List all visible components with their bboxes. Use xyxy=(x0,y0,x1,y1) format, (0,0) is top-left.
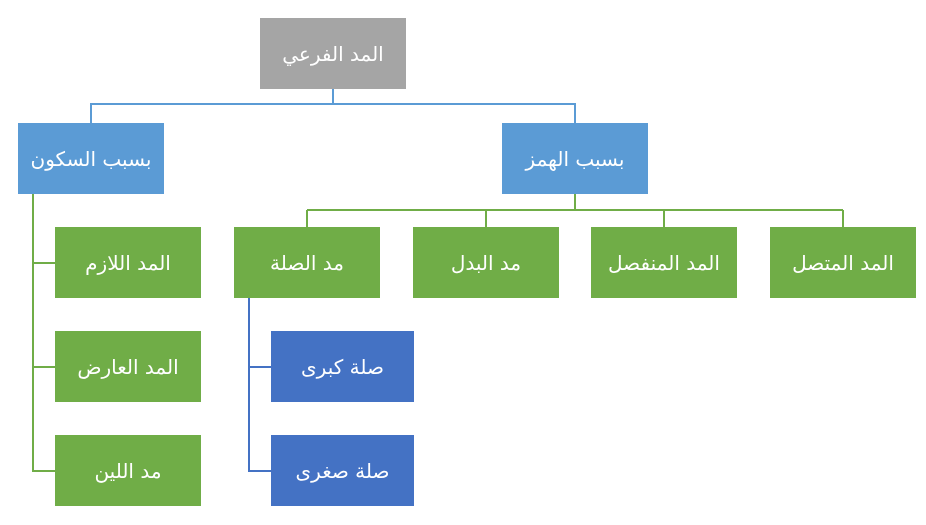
node-madd-lazim-label: المد اللازم xyxy=(85,250,171,275)
node-madd-lin: مد اللين xyxy=(55,435,201,506)
node-madd-arid-label: المد العارض xyxy=(77,354,179,379)
node-sila-sughra: صلة صغرى xyxy=(271,435,414,506)
node-sila-sughra-label: صلة صغرى xyxy=(295,458,390,483)
node-madd-muttasil: المد المتصل xyxy=(770,227,916,298)
node-madd-arid: المد العارض xyxy=(55,331,201,402)
connector-root-to-hamz xyxy=(333,103,576,123)
node-branch-hamz: بسبب الهمز xyxy=(502,123,648,194)
node-root: المد الفرعي xyxy=(260,18,406,89)
node-madd-muttasil-label: المد المتصل xyxy=(792,250,894,275)
connector-sila-trunk xyxy=(248,298,271,472)
node-madd-munfasil: المد المنفصل xyxy=(591,227,737,298)
node-branch-sukun: بسبب السكون xyxy=(18,123,164,194)
node-madd-badal: مد البدل xyxy=(413,227,559,298)
node-madd-lin-label: مد اللين xyxy=(94,458,162,483)
connector-sukun-trunk xyxy=(32,194,55,472)
node-madd-badal-label: مد البدل xyxy=(450,250,522,275)
node-madd-lazim: المد اللازم xyxy=(55,227,201,298)
node-root-label: المد الفرعي xyxy=(282,41,384,66)
node-branch-sukun-label: بسبب السكون xyxy=(30,146,152,171)
connector-root-to-branches xyxy=(90,89,334,123)
node-madd-sila: مد الصلة xyxy=(234,227,380,298)
node-sila-kubra: صلة كبرى xyxy=(271,331,414,402)
node-madd-sila-label: مد الصلة xyxy=(270,250,344,275)
node-sila-kubra-label: صلة كبرى xyxy=(301,354,384,379)
node-madd-munfasil-label: المد المنفصل xyxy=(608,250,720,275)
node-branch-hamz-label: بسبب الهمز xyxy=(525,146,625,171)
